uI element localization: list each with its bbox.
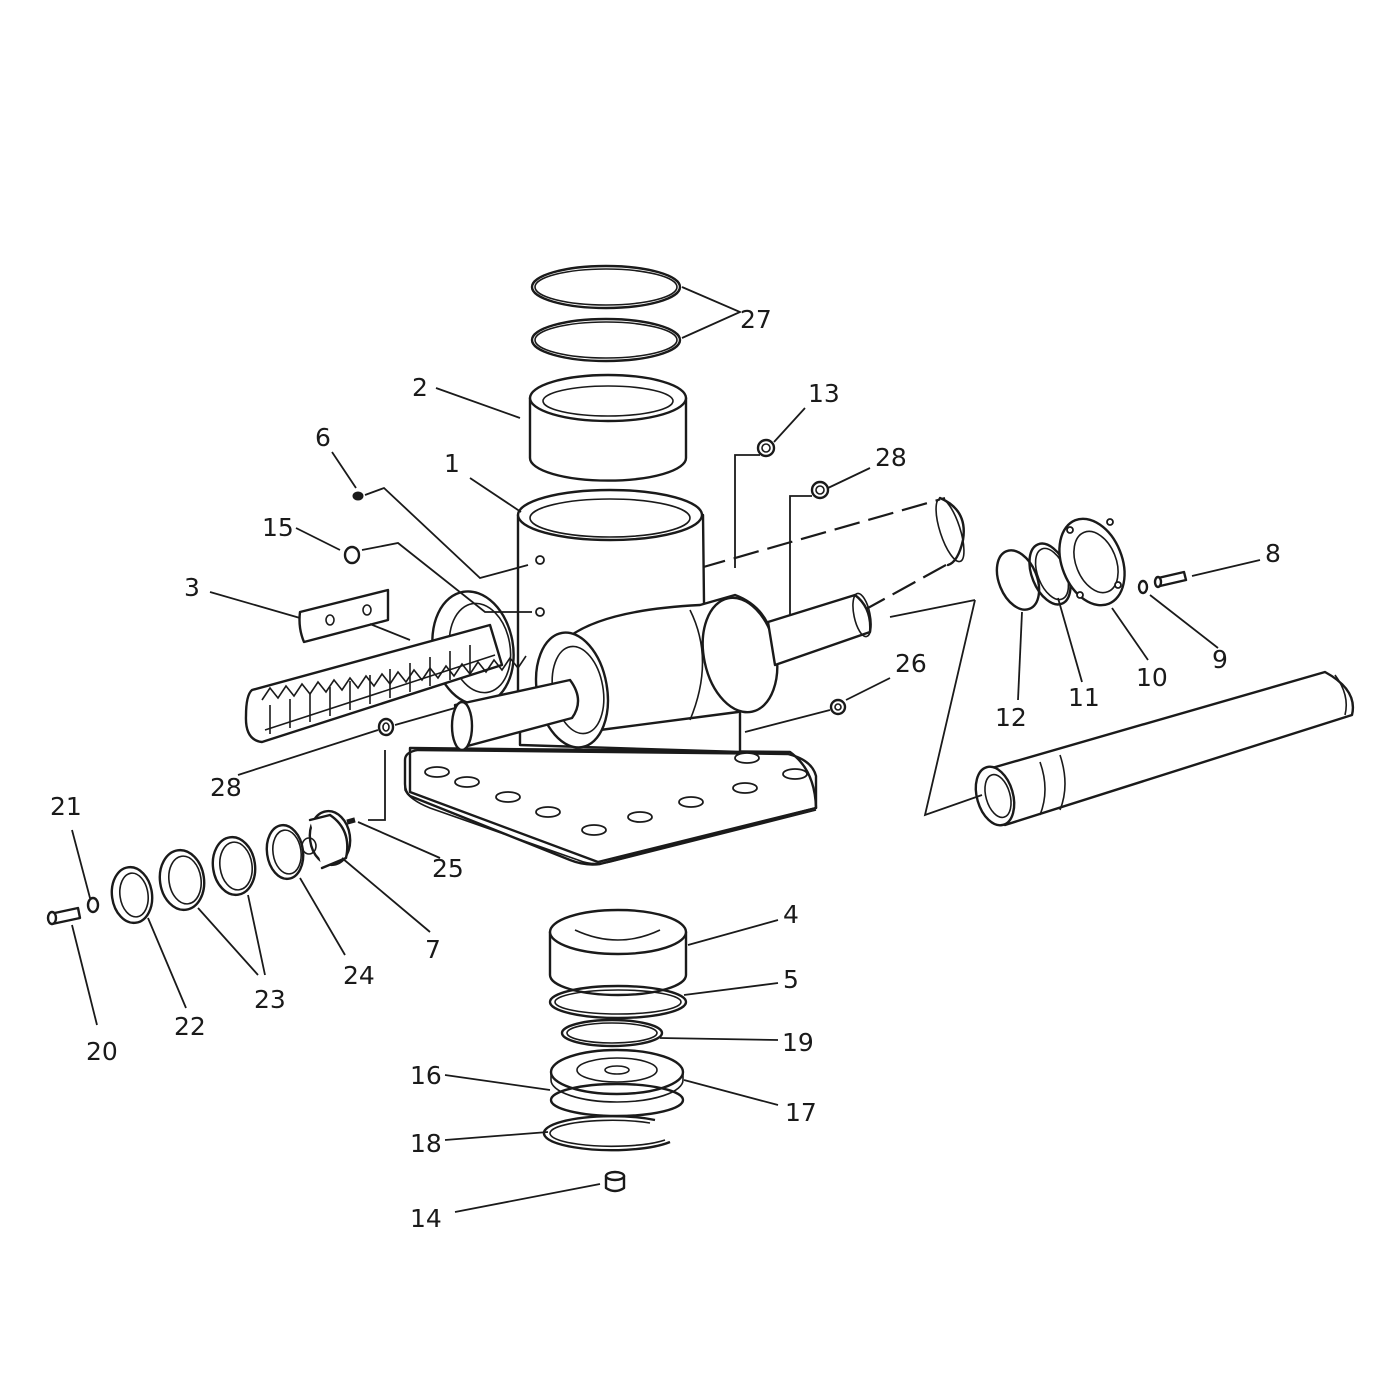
- callout-7: 7: [425, 935, 441, 964]
- seal-23-inner: [211, 835, 257, 897]
- plug-28-lower: [377, 717, 395, 737]
- callout-19: 19: [782, 1028, 814, 1057]
- washer-21: [86, 896, 100, 914]
- grease-nipple-6: [352, 491, 364, 501]
- plug-15: [343, 545, 361, 565]
- snap-ring-5: [548, 984, 688, 1020]
- piston-disc: [549, 1048, 685, 1103]
- callout-13: 13: [808, 379, 840, 408]
- snap-ring-18: [542, 1114, 671, 1152]
- callout-2: 2: [412, 373, 428, 402]
- o-ring-top-upper: [530, 264, 682, 310]
- callout-27: 27: [740, 305, 772, 334]
- callout-labels: 27 2 13 6 1 28 15 8 3 9 26 10 11 12 28 2…: [50, 305, 1281, 1233]
- o-ring-top-lower: [530, 317, 682, 363]
- end-cap-7: [301, 809, 352, 870]
- callout-28-lower: 28: [210, 773, 242, 802]
- pin-25: [346, 817, 356, 825]
- flange-cover-10: [1058, 517, 1126, 607]
- callout-11: 11: [1068, 683, 1100, 712]
- rack-cylinder: [974, 670, 1355, 827]
- plug-28-upper: [810, 480, 830, 500]
- callout-20: 20: [86, 1037, 118, 1066]
- callout-25: 25: [432, 854, 464, 883]
- callout-26: 26: [895, 649, 927, 678]
- callout-16: 16: [410, 1061, 442, 1090]
- ring-22: [110, 865, 154, 925]
- callout-9: 9: [1212, 645, 1228, 674]
- plug-26: [829, 698, 847, 716]
- callout-24: 24: [343, 961, 375, 990]
- plug-13: [756, 438, 776, 458]
- callout-23: 23: [254, 985, 286, 1014]
- callout-22: 22: [174, 1012, 206, 1041]
- washer-9: [1137, 579, 1149, 595]
- o-ring-12: [995, 549, 1041, 611]
- bolt-20: [46, 906, 82, 926]
- seal-23-outer: [158, 848, 206, 912]
- rack: [244, 623, 527, 744]
- pinion-shaft: [450, 678, 580, 752]
- key-plate: [298, 588, 390, 644]
- plug-14: [604, 1170, 626, 1193]
- snap-ring-19: [560, 1018, 664, 1048]
- bolt-8: [1153, 570, 1188, 589]
- upper-sleeve: [528, 373, 688, 482]
- callout-8: 8: [1265, 539, 1281, 568]
- callout-18: 18: [410, 1129, 442, 1158]
- piston-cap: [548, 908, 688, 997]
- callout-6: 6: [315, 423, 331, 452]
- leader-lines: [71, 286, 1261, 1213]
- callout-28-upper: 28: [875, 443, 907, 472]
- callout-3: 3: [184, 573, 200, 602]
- callout-10: 10: [1136, 663, 1168, 692]
- o-ring-24: [265, 823, 305, 881]
- callout-14: 14: [410, 1204, 442, 1233]
- callout-15: 15: [262, 513, 294, 542]
- right-shaft: [766, 592, 872, 667]
- callout-21: 21: [50, 792, 82, 821]
- callout-5: 5: [783, 965, 799, 994]
- callout-1: 1: [444, 449, 460, 478]
- base-plate: [403, 746, 818, 866]
- callout-4: 4: [783, 900, 799, 929]
- callout-12: 12: [995, 703, 1027, 732]
- callout-17: 17: [785, 1098, 817, 1127]
